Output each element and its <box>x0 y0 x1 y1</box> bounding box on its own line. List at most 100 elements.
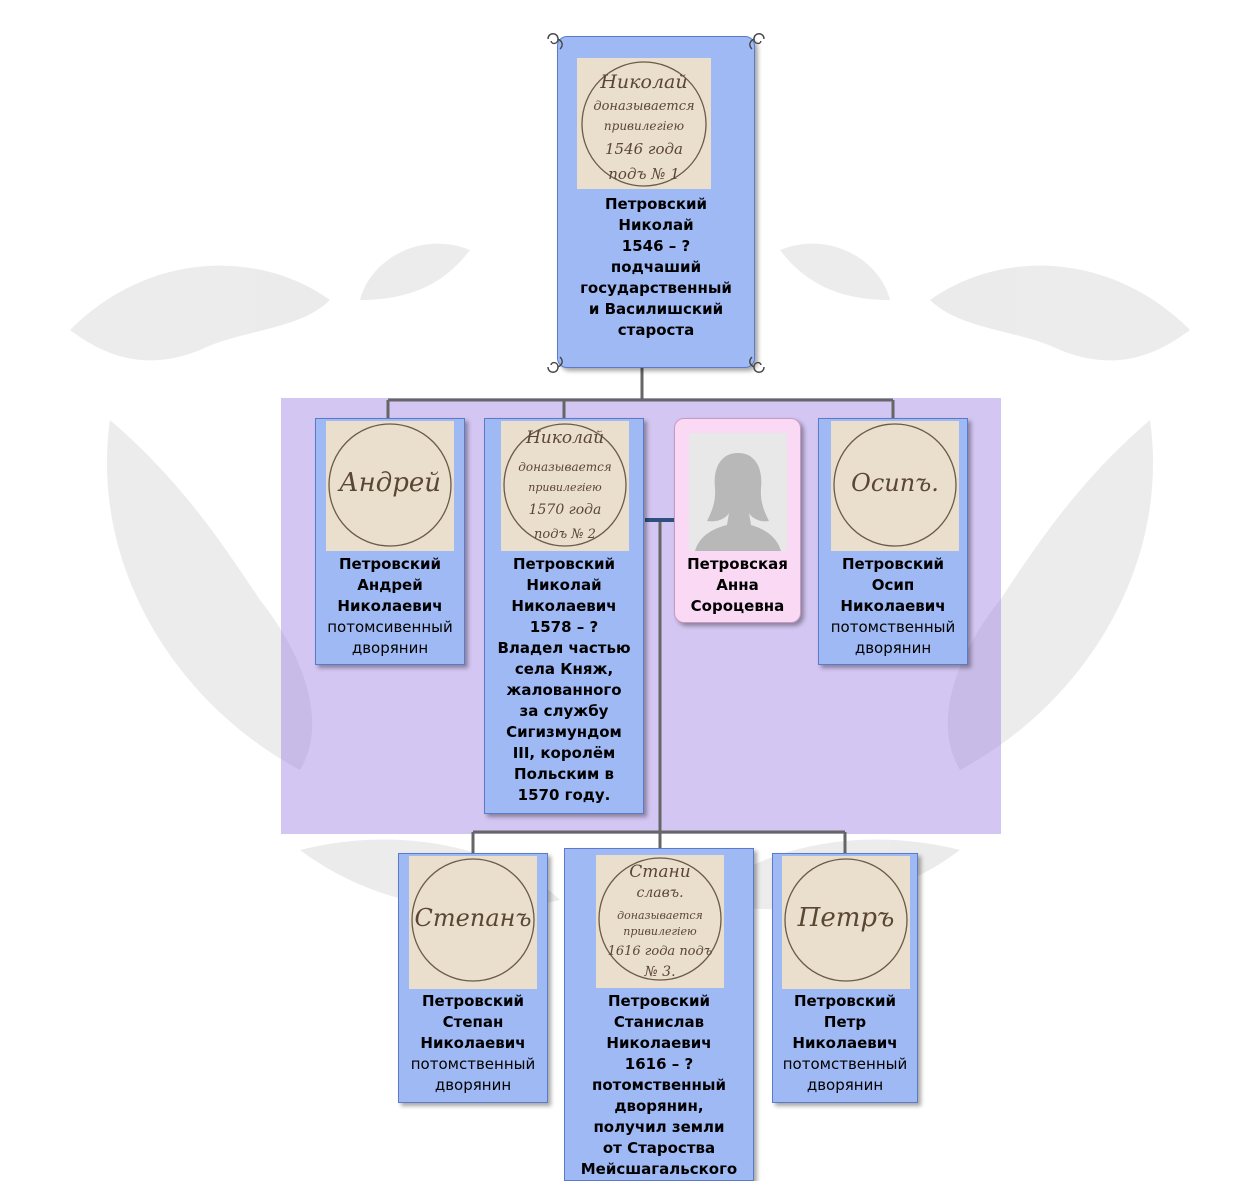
manuscript-seal-image: Николай доназывается привилегiею 1546 го… <box>581 61 707 187</box>
detail-line: дворянин <box>854 639 932 657</box>
root-line: государственный <box>580 279 732 297</box>
person-card-stanislav[interactable]: Стани славъ. доназывается привилегiею 16… <box>564 848 754 1181</box>
svg-text:доназывается: доназывается <box>518 460 612 474</box>
name-line: Николай <box>526 576 602 594</box>
flourish-icon <box>749 33 765 50</box>
root-line: и Василишский <box>588 300 724 318</box>
manuscript-seal-image: Андрей <box>328 423 452 547</box>
flourish-icon <box>547 356 563 373</box>
signature-photo: Андрей <box>326 421 454 551</box>
person-card-andrey[interactable]: Андрей Петровский Андрей Николаевич пото… <box>315 418 465 665</box>
person-info: Петровская Анна Сороцевна <box>675 554 800 617</box>
person-card-anna[interactable]: Петровская Анна Сороцевна <box>674 418 801 623</box>
svg-text:привилегiею: привилегiею <box>623 925 697 938</box>
detail-line: 1570 году. <box>517 786 611 804</box>
signature-photo: Николай доназывается привилегiею 1570 го… <box>501 421 629 551</box>
detail-line: потомственный <box>592 1076 726 1094</box>
name-line: Николаевич <box>606 1034 712 1052</box>
svg-text:Николай: Николай <box>599 71 687 93</box>
detail-line: получил земли <box>593 1118 725 1136</box>
root-line: Николай <box>618 216 694 234</box>
svg-text:Андрей: Андрей <box>337 468 441 498</box>
signature-photo: Степанъ <box>409 856 537 989</box>
name-line: Андрей <box>357 576 423 594</box>
flourish-icon <box>547 33 563 50</box>
svg-text:1570 года: 1570 года <box>529 502 602 518</box>
svg-text:Степанъ: Степанъ <box>415 904 532 932</box>
detail-line: потомственный <box>782 1055 908 1073</box>
svg-text:1546 года: 1546 года <box>605 140 683 158</box>
root-line: 1546 – ? <box>621 237 691 255</box>
placeholder-photo <box>689 433 787 551</box>
signature-photo: Осипъ. <box>831 421 959 551</box>
svg-text:1616 года подъ: 1616 года подъ <box>608 944 713 959</box>
detail-line: дворянин, <box>614 1097 704 1115</box>
detail-line: 1616 – ? <box>624 1055 694 1073</box>
signature-photo: Петръ <box>782 856 910 989</box>
manuscript-seal-image: Петръ <box>784 858 908 982</box>
detail-line: потомственный <box>830 618 956 636</box>
detail-line: потомсивенный <box>327 618 453 636</box>
detail-line: дворянин <box>434 1076 512 1094</box>
detail-line: потомственный <box>410 1055 536 1073</box>
root-info: Петровский Николай 1546 – ? подчаший гос… <box>558 194 754 341</box>
signature-photo: Стани славъ. доназывается привилегiею 16… <box>596 855 724 988</box>
svg-text:подъ № 2: подъ № 2 <box>534 527 596 542</box>
root-line: подчаший <box>610 258 702 276</box>
name-line: Петровский <box>338 555 442 573</box>
detail-line: III, королём <box>512 744 616 762</box>
detail-line: от Староства <box>602 1139 716 1157</box>
detail-line: Польским в <box>514 765 614 783</box>
root-signature-photo: Николай доназывается привилегiею 1546 го… <box>577 58 711 189</box>
person-info: Петровский Степан Николаевич потомственн… <box>399 991 547 1096</box>
manuscript-seal-image: Стани славъ. доназывается привилегiею 16… <box>598 857 722 981</box>
detail-line: 1578 – ? <box>529 618 599 636</box>
person-info: Петровский Петр Николаевич потомственный… <box>773 991 917 1096</box>
person-card-petr[interactable]: Петръ Петровский Петр Николаевич потомст… <box>772 853 918 1103</box>
person-info: Петровский Николай Николаевич 1578 – ? В… <box>485 554 643 806</box>
name-line: Осип <box>871 576 915 594</box>
name-line: Николаевич <box>792 1034 898 1052</box>
svg-text:Осипъ.: Осипъ. <box>851 469 939 497</box>
svg-text:славъ.: славъ. <box>636 885 683 901</box>
detail-line: дворянин <box>351 639 429 657</box>
name-line: Анна <box>716 576 759 594</box>
person-card-stepan[interactable]: Степанъ Петровский Степан Николаевич пот… <box>398 853 548 1103</box>
name-line: Николаевич <box>511 597 617 615</box>
manuscript-seal-image: Степанъ <box>411 858 535 982</box>
flourish-icon <box>749 356 765 373</box>
detail-line: Сигизмундом <box>506 723 622 741</box>
name-line: Петр <box>823 1013 867 1031</box>
name-line: Петровский <box>421 992 525 1010</box>
svg-text:подъ № 1: подъ № 1 <box>608 165 679 183</box>
person-info: Петровский Станислав Николаевич 1616 – ?… <box>565 991 753 1180</box>
root-person-card[interactable]: Николай доназывается привилегiею 1546 го… <box>547 33 765 373</box>
detail-line: жалованного <box>506 681 622 699</box>
name-line: Станислав <box>613 1013 705 1031</box>
svg-text:доназывается: доназывается <box>617 909 703 922</box>
name-line: Петровский <box>607 992 711 1010</box>
person-info: Петровский Осип Николаевич потомственный… <box>819 554 967 659</box>
female-silhouette-icon <box>689 433 787 551</box>
name-line: Николаевич <box>420 1034 526 1052</box>
svg-text:№ 3.: № 3. <box>643 964 675 980</box>
svg-text:Николай: Николай <box>525 428 604 448</box>
svg-text:привилегiею: привилегiею <box>528 481 602 494</box>
detail-line: дворянин <box>806 1076 884 1094</box>
person-card-nikolay[interactable]: Николай доназывается привилегiею 1570 го… <box>484 418 644 814</box>
name-line: Николаевич <box>337 597 443 615</box>
manuscript-seal-image: Осипъ. <box>833 423 957 547</box>
name-line: Николаевич <box>840 597 946 615</box>
name-line: Сороцевна <box>690 597 785 615</box>
person-card-osip[interactable]: Осипъ. Петровский Осип Николаевич потомс… <box>818 418 968 665</box>
svg-text:доназывается: доназывается <box>593 99 694 114</box>
person-info: Петровский Андрей Николаевич потомсивенн… <box>316 554 464 659</box>
detail-line: Владел частью <box>497 639 631 657</box>
root-line: Петровский <box>604 195 708 213</box>
name-line: Петровская <box>687 555 788 573</box>
root-line: староста <box>617 321 695 339</box>
manuscript-seal-image: Николай доназывается привилегiею 1570 го… <box>503 423 627 547</box>
svg-text:Стани: Стани <box>629 862 690 882</box>
